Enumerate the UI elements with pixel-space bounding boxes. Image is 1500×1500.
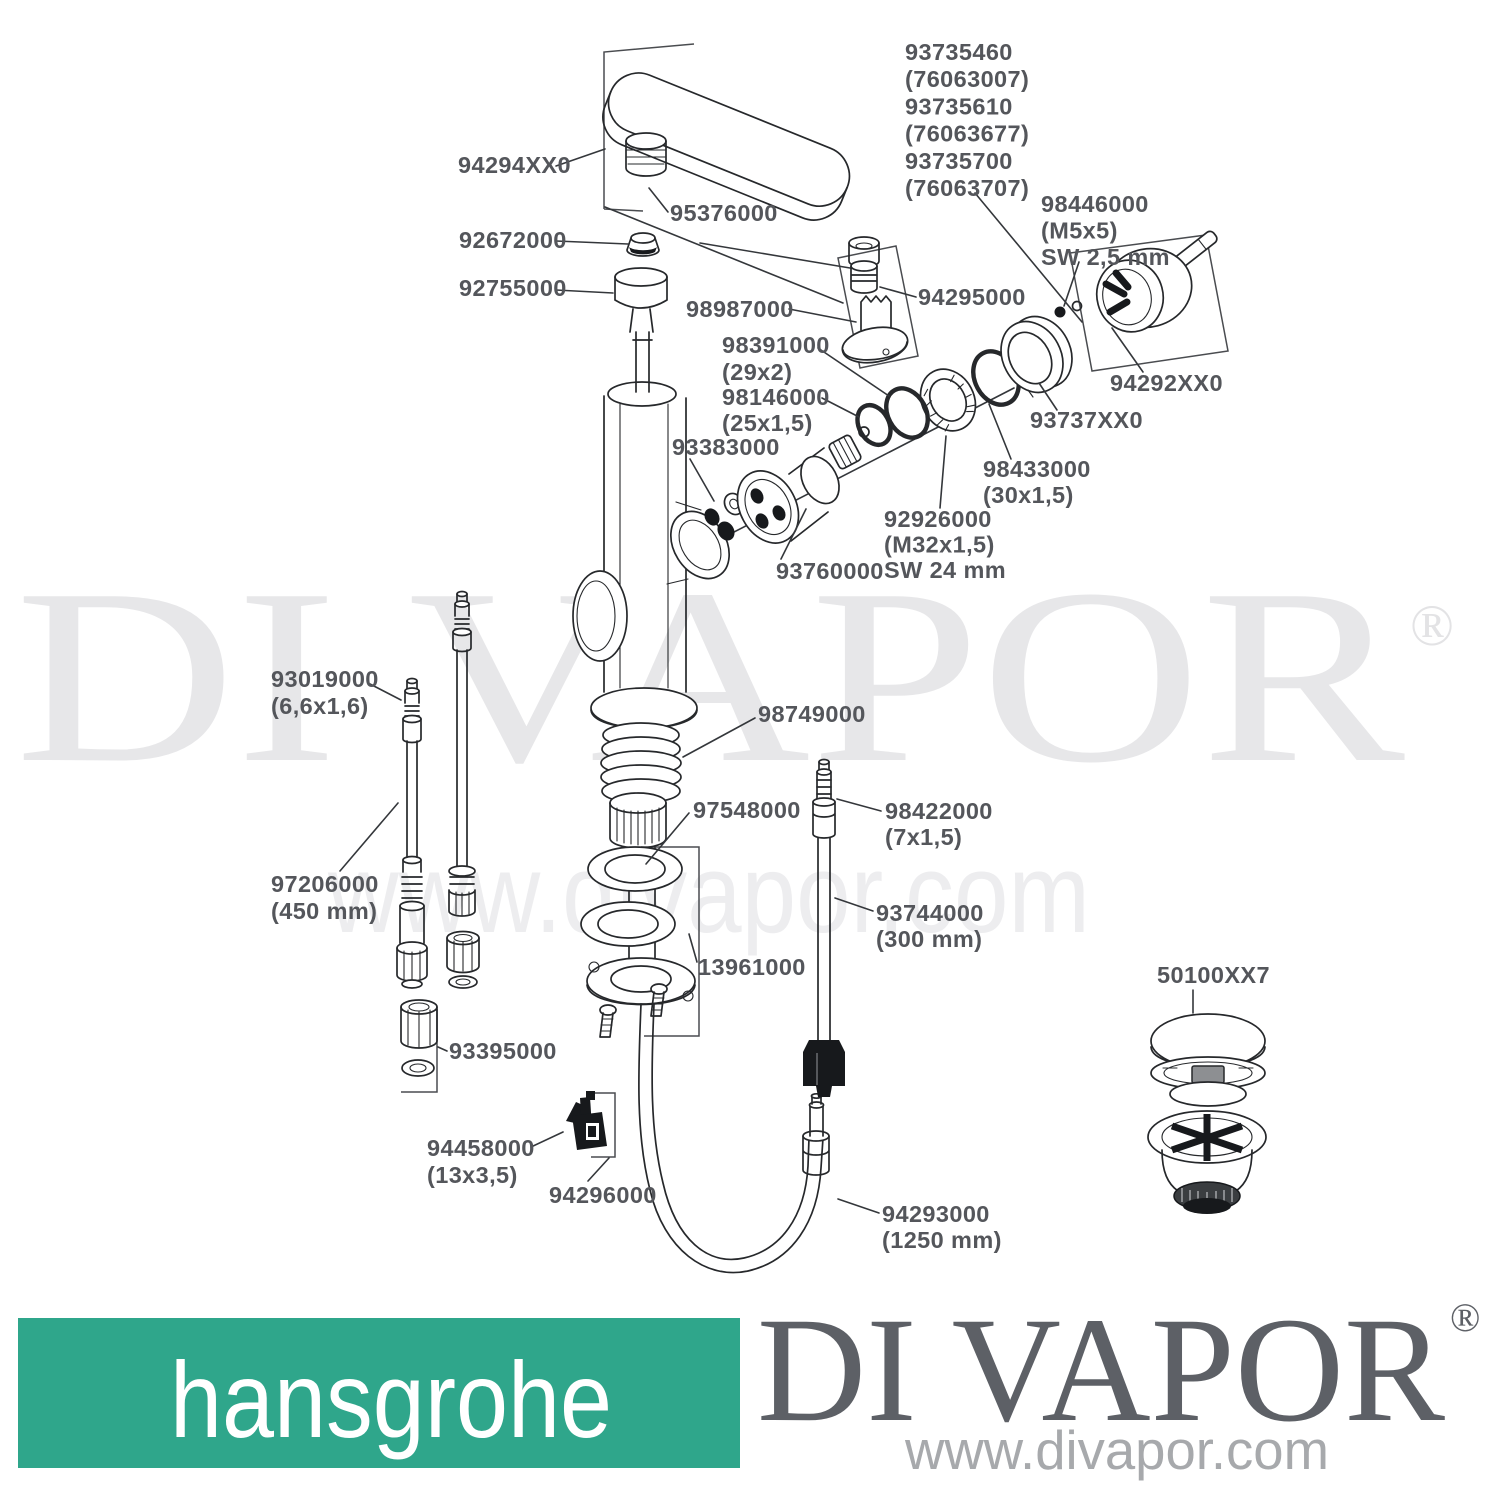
part-label-spout-variants: 93735610 [905, 93, 1013, 119]
hansgrohe-logo: hansgrohe [170, 1339, 612, 1460]
part-label-washer: 97548000 [693, 797, 801, 823]
cartridge-nut-drawing [919, 368, 977, 432]
part-label-spout-variants: (76063707) [905, 175, 1029, 201]
washer-group-bracket [641, 846, 700, 1037]
part-label-cartridge-nut: SW 24 mm [884, 557, 1006, 583]
part-label-cartridge-nut: (M32x1,5) [884, 532, 995, 558]
part-label-handle: 94292XX0 [1110, 370, 1223, 396]
divapor-logo-reg-icon: ® [1450, 1295, 1480, 1340]
escutcheon-group-box [837, 245, 919, 369]
union-nut-drawing [400, 999, 438, 1077]
part-label-spout-variants: 93735700 [905, 148, 1013, 174]
part-label-set-screw: SW 2,5 mm [1041, 244, 1170, 270]
part-label-cartridge: 93760000 [776, 558, 884, 584]
part-label-oring-25: 98146000 [722, 384, 830, 410]
spout-drawing [602, 72, 851, 221]
part-label-spout-variants: (76063007) [905, 66, 1029, 92]
handle-drawing [1095, 230, 1218, 333]
part-label-supply-hose-450: (450 mm) [271, 898, 377, 924]
part-label-screw-set: 93383000 [672, 434, 780, 460]
part-label-drain: 50100XX7 [1157, 962, 1270, 988]
part-label-tailpiece: 98749000 [758, 701, 866, 727]
spout-end-port-drawing [848, 236, 880, 268]
part-label-hose-300: 93744000 [876, 900, 984, 926]
part-label-spout-variants: 93735460 [905, 39, 1013, 65]
mounting-flange-drawing [586, 957, 696, 1038]
diagram-drawing [339, 43, 1267, 1274]
part-label-mounting-flange: 13961000 [698, 954, 806, 980]
leader-lines [339, 148, 1194, 1214]
divapor-logo: DI VAPOR [757, 1287, 1445, 1453]
part-label-hose-300: (300 mm) [876, 926, 982, 952]
watermark: DI VAPOR ® www.divapor.com [15, 538, 1454, 956]
part-label-oring-66: (6,6x1,6) [271, 693, 369, 719]
part-label-cone-gasket: 92672000 [459, 227, 567, 253]
escutcheon-drawing [841, 260, 909, 364]
part-label-diverter: 98987000 [686, 296, 794, 322]
part-label-outlet-hose-1250: 94293000 [882, 1201, 990, 1227]
part-label-pull-knob: 92755000 [459, 275, 567, 301]
faucet-body-drawing [572, 395, 731, 1003]
part-label-clip-box: 94296000 [549, 1182, 657, 1208]
handle-group-box [1069, 234, 1229, 372]
part-label-oring-29: 98391000 [722, 332, 830, 358]
part-label-spout: 94294XX0 [458, 152, 571, 178]
part-label-supply-hose-450: 97206000 [271, 871, 379, 897]
part-label-union-nut: 93395000 [449, 1038, 557, 1064]
spout-group-box [603, 43, 695, 212]
supply-hose2-drawing [446, 590, 480, 989]
part-label-oring-7: (7x1,5) [885, 824, 962, 850]
part-label-outlet-hose-1250: (1250 mm) [882, 1227, 1002, 1253]
outlet-hose-drawing [638, 1003, 830, 1274]
part-label-cartridge-nut: 92926000 [884, 506, 992, 532]
part-label-oring-30: (30x1,5) [983, 482, 1074, 508]
handle-sleeve-drawing [1000, 315, 1073, 398]
branding-footer: hansgrohe DI VAPOR ® www.divapor.com [18, 1287, 1480, 1481]
part-label-clip: (13x3,5) [427, 1162, 518, 1188]
part-label-oring-30: 98433000 [983, 456, 1091, 482]
flange-screw-1 [599, 1004, 617, 1038]
washers-drawing [580, 846, 683, 947]
part-label-set-screw: (M5x5) [1041, 218, 1118, 244]
part-label-aerator: 95376000 [670, 200, 778, 226]
clip-group-bracket [591, 1092, 616, 1158]
oring-29-drawing [884, 386, 930, 440]
part-label-oring-25: (25x1,5) [722, 410, 813, 436]
part-label-handle-sleeve: 93737XX0 [1030, 407, 1143, 433]
hansgrohe-logo-background [18, 1318, 740, 1468]
part-label-spout-connector: 94295000 [918, 284, 1026, 310]
clip-drawing [566, 1091, 607, 1150]
watermark-reg-icon: ® [1410, 593, 1454, 658]
drain-drawing [1147, 1013, 1267, 1214]
pull-knob-drawing [607, 267, 677, 407]
cone-gasket-drawing [626, 232, 660, 257]
short-hose-drawing [803, 758, 845, 1097]
part-label-oring-66: 93019000 [271, 666, 379, 692]
set-screw-washer-drawing [1071, 300, 1083, 312]
part-number-labels: 93735460(76063007)93735610(76063677)9373… [271, 39, 1270, 1253]
part-label-oring-7: 98422000 [885, 798, 993, 824]
part-label-set-screw: 98446000 [1041, 191, 1149, 217]
part-label-clip: 94458000 [427, 1135, 535, 1161]
aerator-drawing [625, 132, 667, 177]
spout-diagonal-line-1 [604, 206, 844, 304]
supply-hose-drawing [396, 677, 428, 989]
divapor-url: www.divapor.com [904, 1419, 1329, 1481]
set-screw-drawing [1054, 306, 1066, 318]
part-label-spout-variants: (76063677) [905, 121, 1029, 147]
spout-diagonal-line-2 [699, 242, 857, 270]
flange-screw-2 [650, 983, 668, 1017]
part-label-oring-29: (29x2) [722, 359, 792, 385]
watermark-text: DI VAPOR [15, 538, 1405, 815]
